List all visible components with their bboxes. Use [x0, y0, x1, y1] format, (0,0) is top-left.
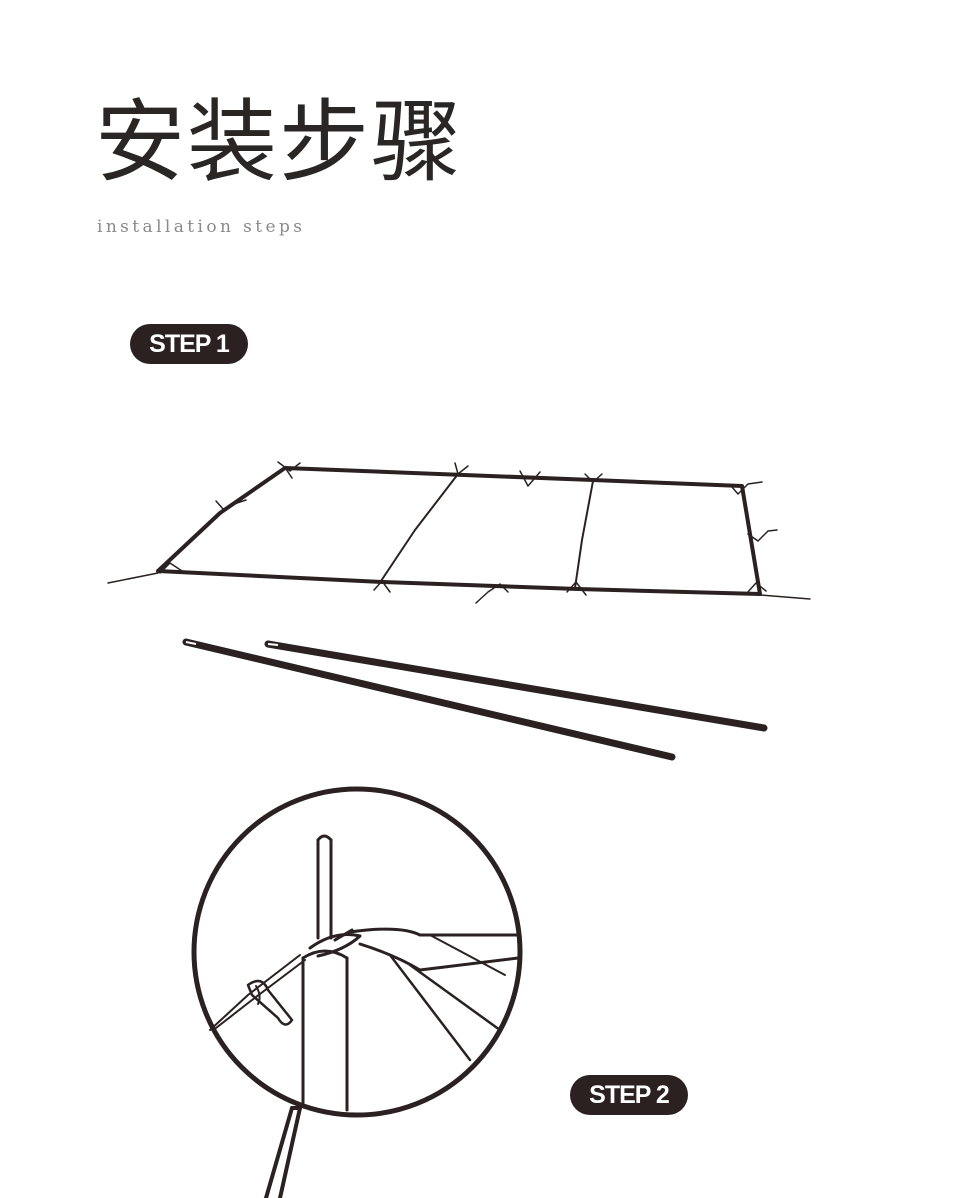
step-2-badge: STEP 2: [570, 1075, 688, 1115]
page-subtitle: installation steps: [97, 217, 306, 237]
detail-circle-illustration: [191, 786, 523, 1198]
page-title: 安装步骤: [95, 90, 463, 195]
poles-illustration: [182, 638, 768, 761]
step-1-badge: STEP 1: [130, 324, 248, 364]
tarp-illustration: [107, 461, 811, 604]
